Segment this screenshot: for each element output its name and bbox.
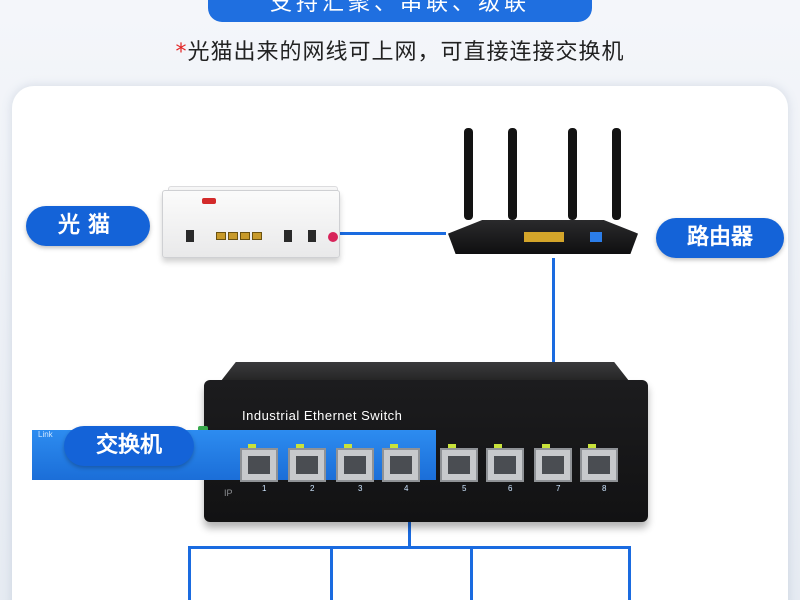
cable-branch-1 (188, 546, 191, 600)
cable-branch-3 (470, 546, 473, 600)
switch-top (218, 362, 632, 384)
port-led (588, 444, 596, 448)
port-number: 5 (462, 484, 467, 493)
modem-power-port (328, 232, 338, 242)
modem-lan-port (252, 232, 262, 240)
label-modem: 光猫 (26, 206, 150, 246)
optical-modem-image (162, 186, 340, 258)
port-number: 2 (310, 484, 315, 493)
modem-body (162, 190, 340, 258)
port-led (296, 444, 304, 448)
port-number: 6 (508, 484, 513, 493)
modem-port-dark (186, 230, 194, 242)
port-led (448, 444, 456, 448)
port-led (248, 444, 256, 448)
router-antenna (508, 128, 517, 220)
cable-branch-4 (628, 546, 631, 600)
cable-branch-2 (330, 546, 333, 600)
subtitle: *光猫出来的网线可上网，可直接连接交换机 (0, 34, 800, 66)
port-number: 1 (262, 484, 267, 493)
router-antenna (612, 128, 621, 220)
cable-modem-router (340, 232, 446, 235)
cable-distribution-bar (188, 546, 630, 549)
ethernet-port (240, 448, 278, 482)
modem-logo (202, 198, 216, 204)
ethernet-port (486, 448, 524, 482)
cable-router-switch (552, 258, 555, 458)
router-lan-ports (524, 232, 564, 242)
router-antenna (568, 128, 577, 220)
modem-port-dark (308, 230, 316, 242)
ethernet-port (288, 448, 326, 482)
subtitle-text: 光猫出来的网线可上网，可直接连接交换机 (187, 40, 625, 65)
port-number: 3 (358, 484, 363, 493)
switch-link-label: Link (38, 430, 53, 439)
router-wan-port (590, 232, 602, 242)
port-led (344, 444, 352, 448)
top-banner: 支持汇聚、串联、级联 (208, 0, 592, 22)
diagram-panel (12, 86, 788, 600)
label-router: 路由器 (656, 218, 784, 258)
router-antenna (464, 128, 473, 220)
router-image (440, 128, 640, 260)
label-switch: 交换机 (64, 426, 194, 466)
modem-lan-port (216, 232, 226, 240)
port-led (542, 444, 550, 448)
port-number: 8 (602, 484, 607, 493)
switch-title: Industrial Ethernet Switch (242, 408, 403, 423)
ethernet-port (336, 448, 374, 482)
port-number: 7 (556, 484, 561, 493)
ethernet-port (382, 448, 420, 482)
ethernet-port (440, 448, 478, 482)
banner-text: 支持汇聚、串联、级联 (269, 0, 530, 16)
port-number: 4 (404, 484, 409, 493)
ethernet-port (534, 448, 572, 482)
modem-port-dark (284, 230, 292, 242)
modem-lan-port (228, 232, 238, 240)
asterisk: * (175, 40, 188, 65)
modem-lan-port (240, 232, 250, 240)
switch-side-text: IP (224, 488, 233, 498)
ethernet-port (580, 448, 618, 482)
port-led (390, 444, 398, 448)
port-led (494, 444, 502, 448)
